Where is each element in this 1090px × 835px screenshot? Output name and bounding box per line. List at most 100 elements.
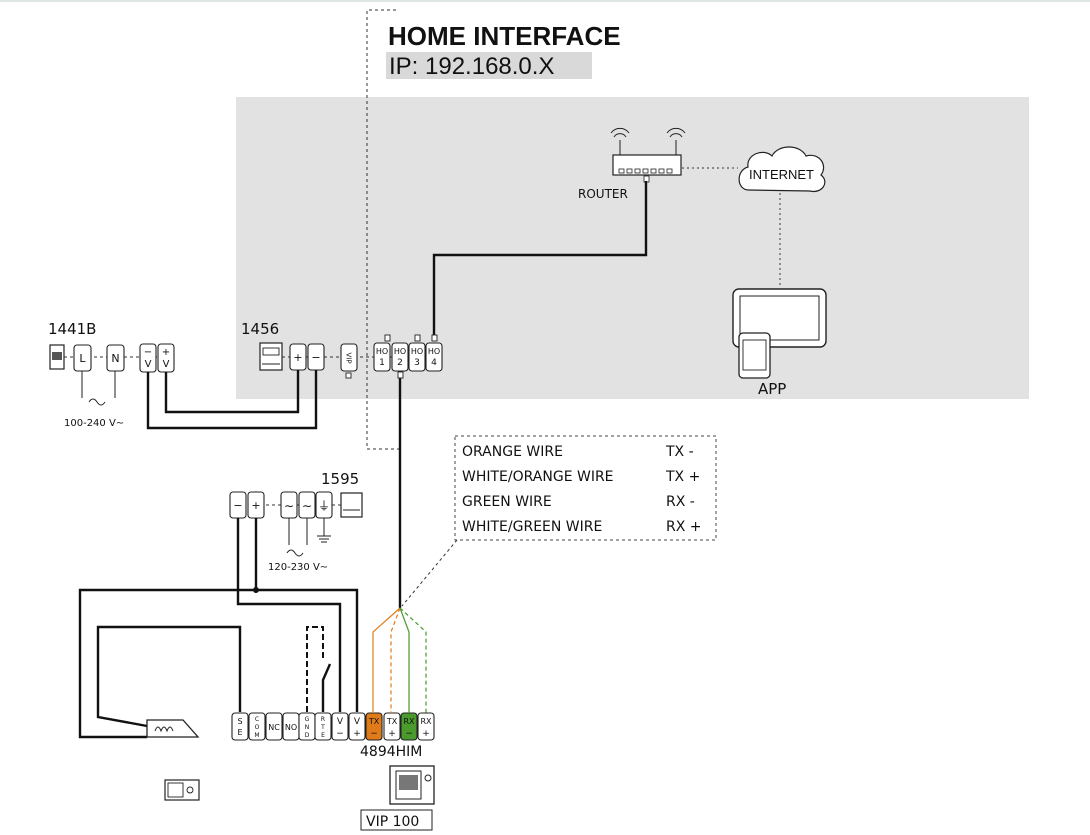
terminal-1456-ho2: [391, 342, 409, 372]
legend-row-3-code: RX -: [666, 494, 695, 510]
module-4894him-terminals: S E C O M NC NO G N D R T E V − V + TX −…: [231, 712, 435, 741]
orange-wire: [372, 607, 401, 713]
legend-row-4-code: RX +: [666, 519, 702, 535]
terminal-1456-ho2-text: HO: [394, 347, 406, 356]
home-interface-boundary: [366, 9, 400, 450]
module-4894him-label: 4894HIM: [360, 744, 422, 760]
psu-1441b-label: 1441B: [48, 320, 96, 338]
wire-legend: [454, 435, 717, 541]
legend-row-2-name: WHITE/ORANGE WIRE: [462, 469, 614, 485]
terminal-no-text: NO: [285, 723, 297, 732]
terminal-com: [248, 712, 266, 741]
wire-1595-minus-vminus: [236, 518, 342, 712]
white-green-wire: [399, 607, 427, 713]
vip-port-icon: [345, 372, 352, 379]
wire-1595-plus-vplus: [256, 588, 359, 712]
psu-1595-voltage: 120-230 V∼: [268, 562, 328, 573]
terminal-1456-plus-text: +: [293, 351, 302, 364]
din-module-icon: [49, 344, 65, 370]
mains-leads-1595: [288, 518, 308, 545]
ac-symbol-icon: [88, 398, 106, 406]
terminal-1441b-v-plus-text: V: [163, 359, 170, 370]
ground-icon: [317, 518, 331, 543]
wire-junction: [253, 587, 259, 593]
psu-1441b-voltage: 100-240 V∼: [64, 418, 124, 429]
terminal-v-plus-line1: V: [354, 717, 361, 727]
terminal-1456-ho3-num: 3: [414, 358, 420, 368]
terminal-gnd-line2: N: [305, 724, 310, 731]
device-1456-label: 1456: [241, 320, 279, 338]
terminal-com-line3: M: [254, 732, 259, 739]
terminal-rx-minus-line1: RX: [403, 717, 415, 726]
terminal-tx-minus-line2: −: [370, 729, 378, 739]
terminal-com-line2: O: [255, 724, 260, 731]
psu-1595-label: 1595: [321, 470, 359, 488]
terminal-1595-plus-text: +: [251, 499, 260, 512]
terminal-tx-plus: [383, 712, 401, 741]
ac-symbol-icon: [286, 549, 304, 557]
terminal-1441b-l-text: L: [79, 352, 86, 365]
electric-lock-icon: [164, 779, 200, 801]
home-interface-zone: [236, 97, 1029, 399]
terminal-rx-minus-line2: −: [405, 729, 413, 739]
green-wire: [399, 607, 410, 713]
terminal-1456-ho1: [373, 342, 391, 372]
terminal-com-line1: C: [255, 716, 259, 723]
terminal-tx-plus-line1: TX: [386, 717, 398, 726]
terminal-nc: [265, 712, 283, 741]
terminal-tx-plus-line2: +: [388, 729, 396, 739]
ip-badge: [386, 52, 592, 79]
terminal-1595-minus-text: −: [233, 499, 242, 512]
home-interface-title: HOME INTERFACE: [388, 21, 621, 51]
white-orange-wire: [390, 607, 401, 713]
terminal-1456-vip-text: VIP: [345, 352, 353, 363]
legend-row-1-code: TX -: [665, 444, 694, 460]
ip-address: IP: 192.168.0.X: [389, 53, 554, 80]
terminal-1456-vip: [340, 343, 358, 372]
terminal-v-plus-line2: +: [353, 729, 361, 739]
terminal-1441b-v-plus-sign: +: [162, 347, 170, 358]
top-divider: [0, 0, 1090, 2]
lan-cable: [432, 181, 648, 337]
terminal-v-plus: [348, 712, 366, 741]
terminal-1595-ac1-text: ∼: [284, 499, 294, 513]
internet-label: INTERNET: [749, 167, 814, 182]
terminal-nc-text: NC: [268, 723, 280, 732]
terminal-se-line2: E: [237, 728, 242, 737]
terminal-se: [231, 712, 249, 741]
terminal-rx-plus-line2: +: [422, 729, 430, 739]
wire-1441b-minus: [146, 370, 318, 430]
terminal-v-minus: [331, 712, 349, 741]
terminal-1441b-v-minus-sign: −: [144, 347, 152, 358]
vip-100-label-box: [360, 809, 433, 831]
coil-symbol-icon: [154, 726, 174, 733]
router-icon: [610, 127, 686, 183]
din-module-icon: [340, 492, 363, 518]
legend-pointer: [401, 539, 458, 607]
app-label: APP: [758, 380, 786, 398]
terminal-v-minus-line2: −: [336, 729, 344, 739]
terminal-1595-earth-text: ⏚: [318, 499, 330, 513]
vip-panel-icon: [389, 765, 435, 805]
legend-row-2-code: TX +: [665, 469, 700, 485]
terminal-1441b-n-text: N: [111, 352, 119, 365]
internet-cloud-icon: [738, 146, 826, 193]
mains-leads-1441b: [81, 371, 116, 398]
terminal-rte-line2: T: [320, 724, 325, 731]
terminal-1456-minus-text: −: [311, 351, 320, 364]
terminal-rte: [314, 712, 332, 741]
legend-row-3-name: GREEN WIRE: [462, 494, 552, 510]
terminal-tx-minus-line1: TX: [368, 717, 380, 726]
smartphone-icon: [738, 332, 771, 379]
terminal-rx-plus: [417, 712, 435, 741]
terminal-rte-line3: E: [321, 732, 325, 739]
legend-row-4-name: WHITE/GREEN WIRE: [462, 519, 602, 535]
router-label: ROUTER: [578, 187, 628, 201]
terminal-1456-ho2-num: 2: [397, 358, 403, 368]
terminal-rte-line1: R: [321, 716, 325, 723]
wire-lock-se: [96, 625, 242, 728]
terminal-1441b-v-minus-text: V: [145, 359, 152, 370]
terminal-1456-ho4-num: 4: [431, 358, 437, 368]
terminal-1456-ho4-text: HO: [428, 347, 440, 356]
wire-1595-plus-lock: [78, 518, 258, 739]
